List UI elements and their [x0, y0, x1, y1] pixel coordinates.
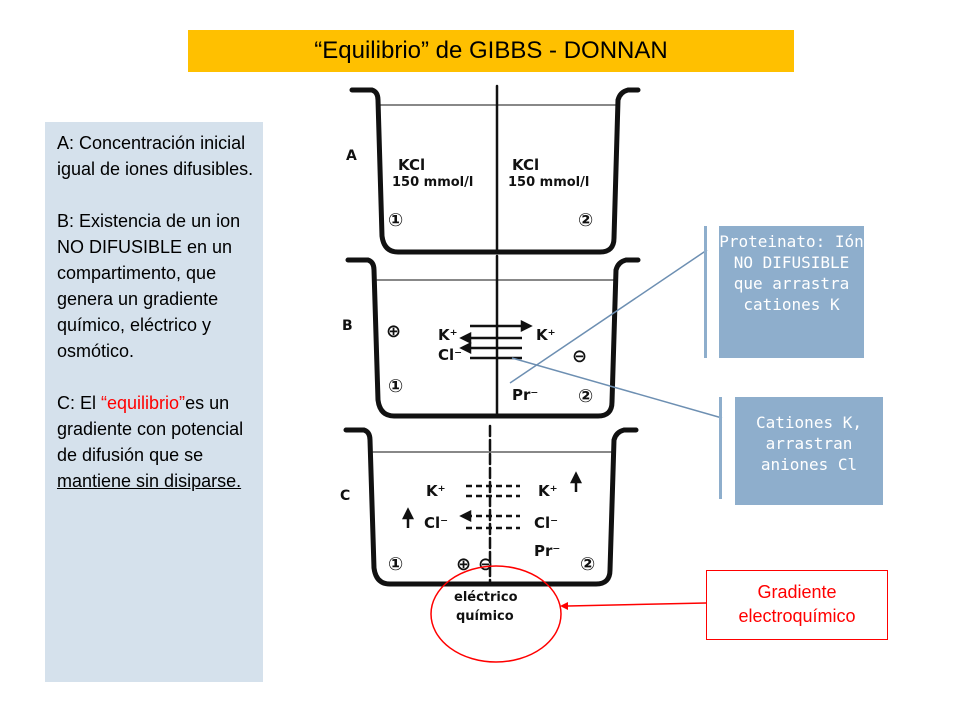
minus-sign-b: ⊖ [572, 346, 587, 367]
beaker-c [343, 424, 639, 587]
compartment-1-a: ① [388, 210, 403, 231]
cationes-callout: Cationes K, arrastran aniones Cl [735, 397, 883, 505]
caption-electrico: eléctrico [454, 590, 518, 605]
compartment-1-b: ① [388, 376, 403, 397]
cationes-marker [719, 397, 722, 499]
gradiente-arrowhead [560, 602, 568, 610]
flux-arrow-b-2-head [459, 331, 472, 345]
up-arrow-c-right-head [569, 471, 583, 484]
compartment-2-c: ② [580, 554, 595, 575]
explanation-c-underlined: mantiene sin disiparse. [57, 471, 242, 491]
k-ion-b-right: K⁺ [536, 326, 556, 344]
explanation-c-middle: es un gradiente con potencial de difusió… [57, 393, 244, 465]
beaker-c-body [343, 427, 639, 587]
proteinato-connector [509, 249, 708, 384]
cl-ion-b-left: Cl⁻ [438, 346, 462, 364]
compartment-2-b: ② [578, 386, 593, 407]
plus-sign-c: ⊕ [456, 554, 471, 575]
label-c: C [340, 488, 350, 504]
plus-sign-b: ⊕ [386, 321, 401, 342]
k-ion-b-left: K⁺ [438, 326, 458, 344]
explanation-b: B: Existencia de un ion NO DIFUSIBLE en … [57, 211, 241, 361]
compartment-1-c: ① [388, 554, 403, 575]
flux-arrows-b [459, 319, 533, 360]
beaker-a-body [349, 87, 641, 255]
beaker-b [345, 254, 641, 419]
gradiente-callout: Gradiente electroquímico [706, 570, 888, 640]
explanation-c-prefix: C: El [57, 393, 102, 413]
flux-arrow-b-1-head [520, 319, 533, 333]
cationes-connector [511, 357, 723, 419]
pr-ion-b: Pr⁻ [512, 386, 538, 404]
explanation-a: A: Concentración inicial igual de iones … [57, 133, 254, 179]
label-a: A [346, 148, 357, 164]
explanation-panel: A: Concentración inicial igual de iones … [45, 122, 263, 682]
up-arrow-c-left-head [401, 507, 415, 520]
compartment-2-a: ② [578, 210, 593, 231]
page-title: “Equilibrio” de GIBBS - DONNAN [188, 30, 794, 72]
cl-ion-c-right: Cl⁻ [534, 514, 558, 532]
explanation-c: C: El “equilibrio”es un gradiente con po… [57, 390, 259, 494]
kcl-left-label: KCl [398, 156, 425, 174]
flux-arrow-c-3-head [459, 509, 472, 523]
caption-quimico: químico [456, 609, 514, 624]
flux-arrows-c [401, 471, 583, 530]
cl-ion-c-left: Cl⁻ [424, 514, 448, 532]
proteinato-callout: Proteinato: Ión NO DIFUSIBLE que arrastr… [719, 226, 864, 358]
label-b: B [342, 318, 353, 334]
kcl-left-concentration: 150 mmol/l [392, 175, 473, 190]
k-ion-c-left: K⁺ [426, 482, 446, 500]
kcl-right-concentration: 150 mmol/l [508, 175, 589, 190]
pr-ion-c: Pr⁻ [534, 542, 560, 560]
gradiente-connector [567, 602, 707, 607]
minus-sign-c: ⊖ [478, 554, 493, 575]
flux-arrow-b-3-head [459, 341, 472, 355]
k-ion-c-right: K⁺ [538, 482, 558, 500]
proteinato-marker [704, 226, 707, 358]
explanation-c-equilibrio: “equilibrio” [101, 393, 186, 413]
kcl-right-label: KCl [512, 156, 539, 174]
beaker-a [349, 84, 641, 255]
highlight-ellipse [430, 565, 562, 663]
